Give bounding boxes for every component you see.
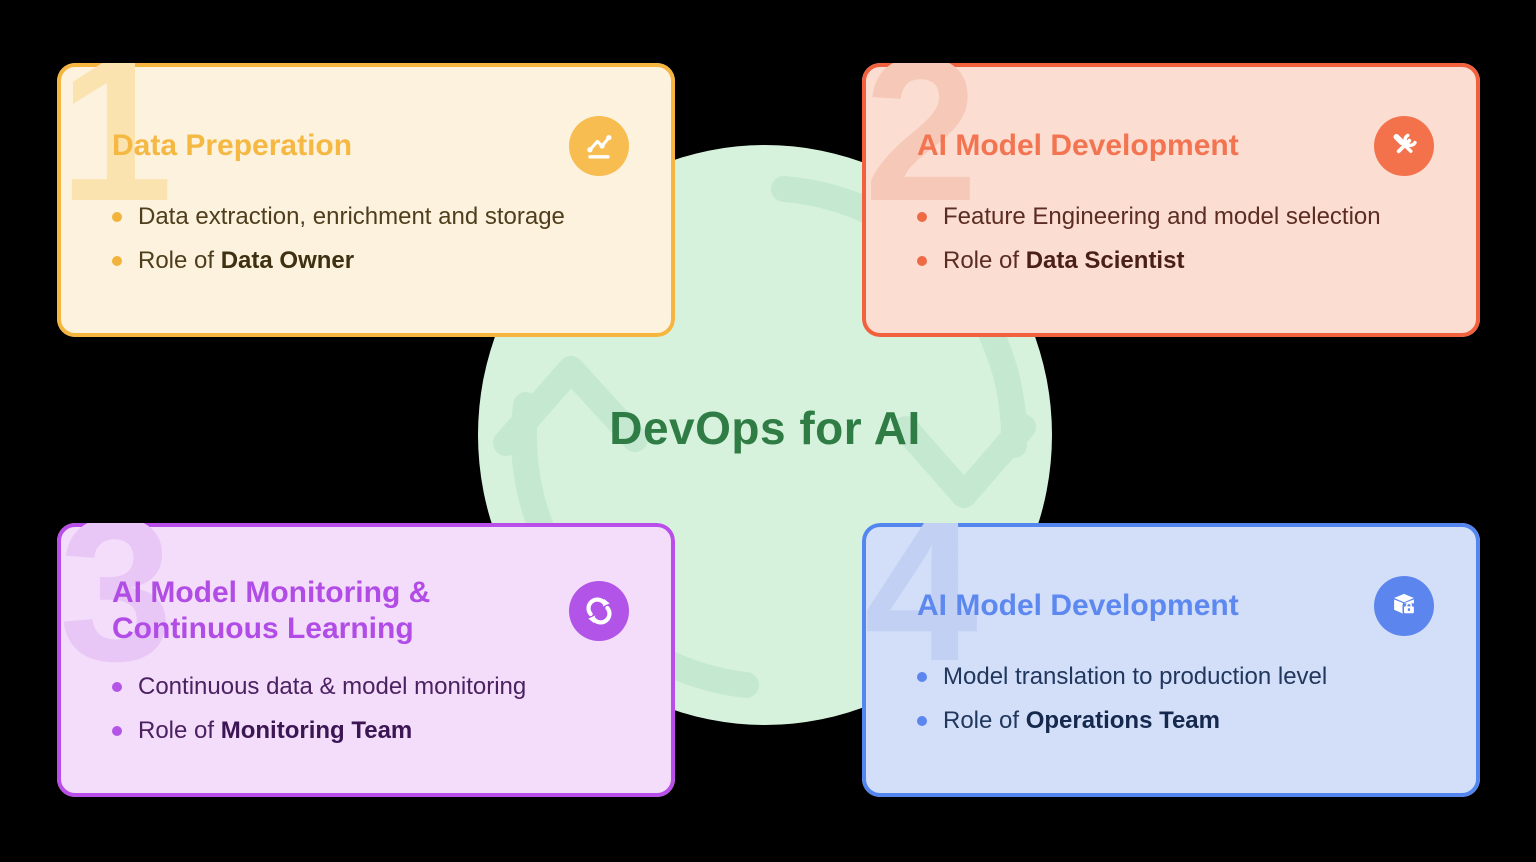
card-icon-badge [1374,116,1434,176]
center-title: DevOps for AI [609,402,921,454]
card-number-watermark: 3 [59,523,174,704]
package-icon [1394,593,1416,615]
bullet-text: Feature Engineering and model selection [943,203,1381,230]
card-icon-badge [569,116,629,176]
bullet-dot [112,726,122,737]
bullet-dot [112,256,122,267]
bullet-text: Role of Operations Team [943,706,1220,734]
card-ai-model-development: 2 AI Model Development Feature Engineeri… [862,63,1480,337]
bullet-list: Continuous data & model monitoring Role … [112,673,629,746]
bullet-item: Role of Operations Team [917,707,1434,736]
bullet-list: Feature Engineering and model selection … [917,203,1434,276]
card-title: AI Model Development [917,589,1239,622]
bullet-list: Model translation to production level Ro… [917,663,1434,736]
bullet-item: Model translation to production level [917,663,1434,692]
bullet-text: Data extraction, enrichment and storage [138,203,565,230]
bullet-text: Role of Data Owner [138,246,355,274]
card-ai-model-monitoring: 3 AI Model Monitoring & Continuous Learn… [57,523,675,797]
card-number-watermark: 2 [864,63,979,244]
bullet-dot [917,716,927,727]
bullet-dot [112,682,122,693]
card-title: Data Preperation [112,129,353,162]
bullet-dot [112,212,122,223]
sync-icon [586,597,612,625]
card-icon-badge [569,581,629,641]
bullet-item: Role of Data Owner [112,247,629,276]
card-data-preparation: 1 Data Preperation Data extract [57,63,675,337]
bullet-dot [917,672,927,683]
bullet-item: Role of Monitoring Team [112,717,629,746]
tools-icon [1393,133,1417,154]
bullet-text: Model translation to production level [943,663,1328,690]
bullet-text: Role of Monitoring Team [138,716,413,744]
bullet-text: Role of Data Scientist [943,246,1185,274]
card-number-watermark: 1 [59,63,174,244]
bullet-text: Continuous data & model monitoring [138,673,527,700]
card-title: AI Model Development [917,129,1239,162]
card-title: AI Model Monitoring & Continuous Learnin… [112,576,431,645]
card-number-watermark: 4 [864,523,979,704]
bullet-list: Data extraction, enrichment and storage … [112,203,629,276]
card-ai-model-deployment: 4 AI Model Development [862,523,1480,797]
bullet-item: Role of Data Scientist [917,247,1434,276]
bullet-item: Data extraction, enrichment and storage [112,203,629,232]
card-icon-badge [1374,576,1434,636]
bullet-dot [917,256,927,267]
bullet-dot [917,212,927,223]
line-chart-icon [587,134,612,159]
bullet-item: Feature Engineering and model selection [917,203,1434,232]
bullet-item: Continuous data & model monitoring [112,673,629,702]
